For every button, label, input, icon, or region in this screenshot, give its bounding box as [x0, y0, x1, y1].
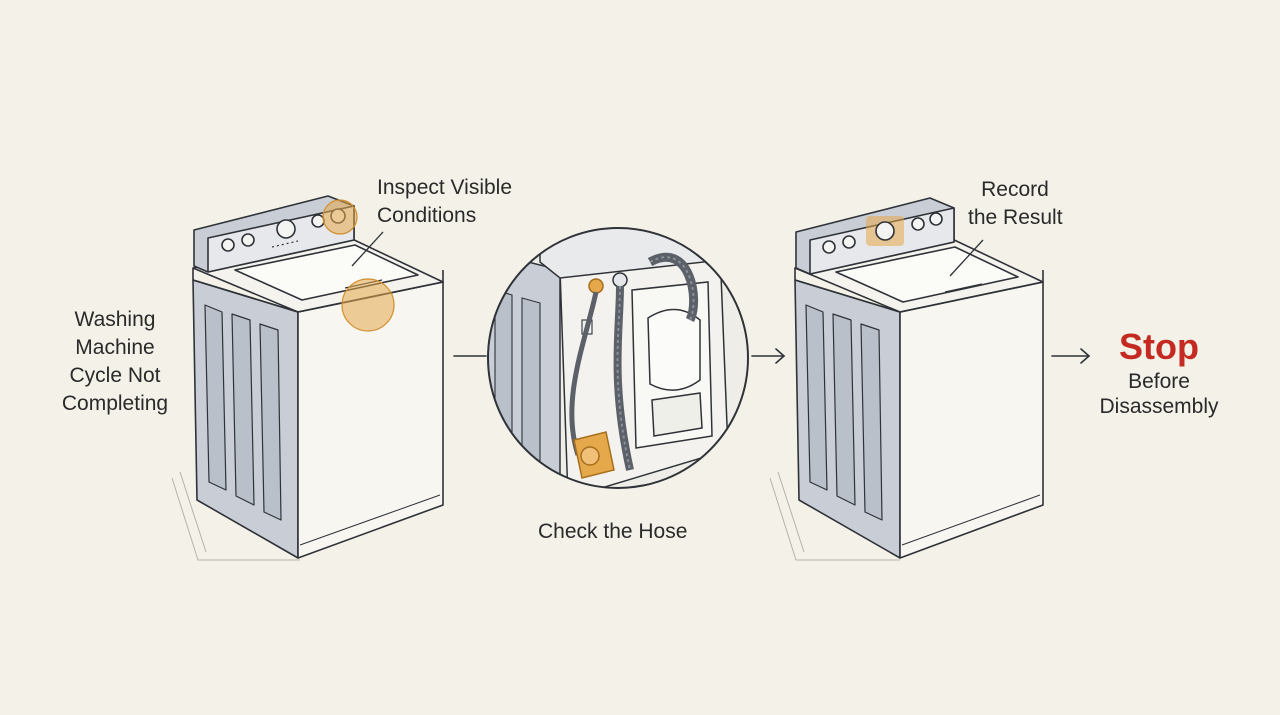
stop-subtitle: Before Disassembly	[1092, 369, 1226, 419]
stop-subtitle-line: Disassembly	[1099, 395, 1219, 418]
selector-dial	[875, 221, 895, 241]
hose-label: Check the Hose	[538, 520, 688, 543]
inspect-label-line: Inspect Visible	[377, 176, 513, 199]
problem-label-line: Cycle Not	[69, 364, 161, 387]
problem-label: Washing Machine Cycle Not Completing	[40, 306, 190, 418]
arrow-right-icon	[1051, 348, 1091, 364]
record-label-line: the Result	[968, 206, 1063, 229]
hose-closeup-icon	[487, 227, 749, 489]
stop-title: Stop	[1119, 326, 1199, 367]
washing-machine-icon	[769, 197, 1044, 561]
stop-subtitle-line: Before	[1128, 370, 1190, 393]
washing-machine-icon	[171, 195, 444, 561]
dial-highlight	[322, 199, 358, 235]
lid-highlight	[341, 278, 395, 332]
arrow-right-icon	[751, 348, 786, 364]
inspect-label-line: Conditions	[377, 204, 477, 227]
record-label-line: Record	[981, 178, 1049, 201]
problem-label-line: Washing	[74, 308, 156, 331]
inspect-label: Inspect Visible Conditions	[377, 174, 512, 230]
problem-label-line: Completing	[61, 392, 169, 415]
problem-label-line: Machine	[75, 336, 155, 359]
record-label: Record the Result	[968, 176, 1063, 232]
